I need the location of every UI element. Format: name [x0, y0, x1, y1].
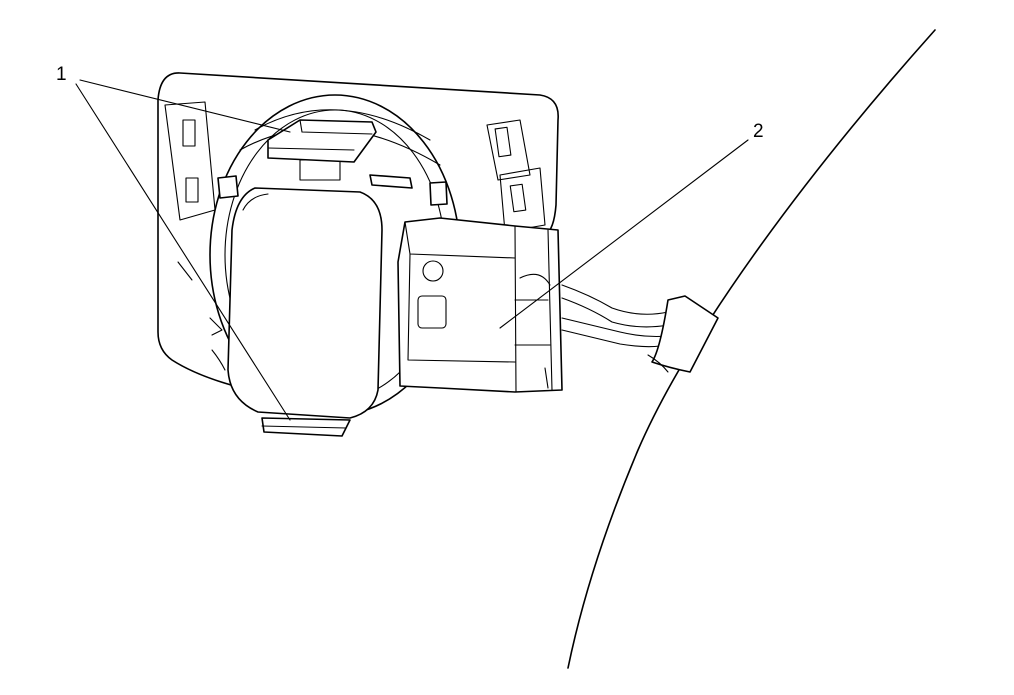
- clip-edge: [299, 119, 373, 135]
- housing-tab: [429, 181, 448, 206]
- electrical-connector: [397, 217, 563, 393]
- connector-edge: [514, 225, 517, 393]
- bracket-rib-right-lower: [499, 167, 546, 233]
- callout-label-1: 1: [56, 64, 67, 85]
- connector-edge: [407, 253, 516, 363]
- harness-grommet: [651, 295, 719, 373]
- housing-rim: [254, 109, 431, 141]
- housing-tab: [369, 174, 413, 189]
- callout-2-leader: [499, 139, 749, 329]
- connector-edge: [547, 229, 553, 391]
- harness-wire: [561, 284, 669, 315]
- bracket-mark: [211, 349, 226, 371]
- bracket-slot: [509, 183, 527, 213]
- connector-edge: [544, 367, 549, 389]
- bracket-rib-right: [486, 119, 531, 181]
- connector-pin-indicator: [422, 260, 444, 282]
- bracket-mark: [209, 317, 223, 336]
- clip-edge: [261, 425, 347, 429]
- callout-1-leader-top: [79, 79, 291, 133]
- connector-window: [417, 295, 447, 329]
- bracket-slot: [182, 119, 196, 147]
- harness-wire: [561, 297, 669, 328]
- connector-latch: [519, 273, 551, 286]
- harness-wire: [561, 329, 661, 348]
- bracket-mark: [177, 261, 193, 281]
- body-panel-edge: [567, 29, 936, 669]
- harness-wire: [561, 317, 669, 338]
- bracket-slot: [185, 177, 199, 203]
- bracket-slot: [494, 126, 512, 158]
- module-edge: [242, 193, 269, 211]
- housing-tab: [217, 175, 239, 199]
- sensor-module-body: [227, 187, 383, 419]
- clip-edge: [267, 147, 355, 151]
- callout-label-2: 2: [753, 121, 764, 142]
- grommet-edge: [647, 354, 669, 373]
- callout-1-leader-bottom: [75, 83, 291, 421]
